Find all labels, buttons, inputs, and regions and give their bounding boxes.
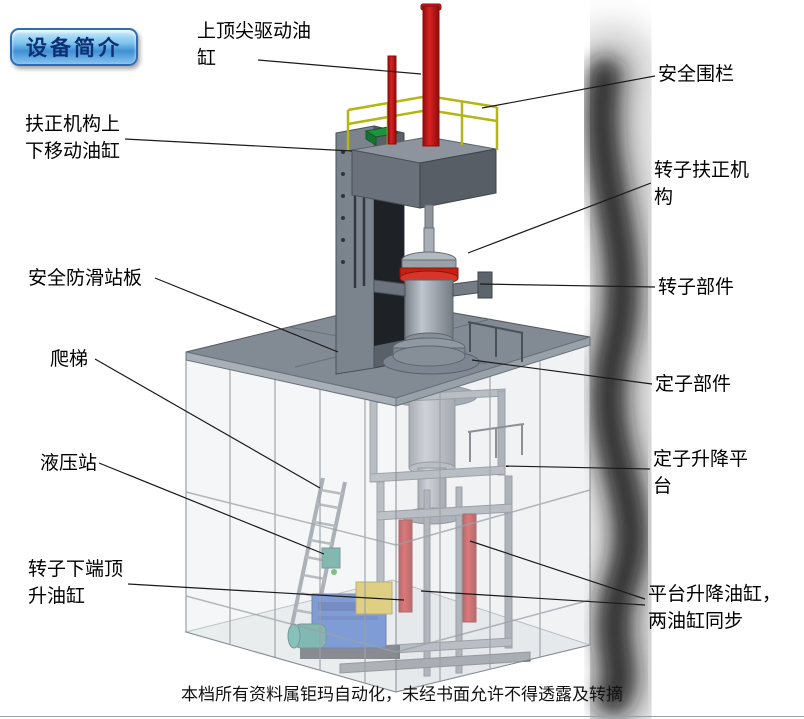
title-badge-label: 设备简介 — [26, 37, 122, 60]
label-stator-lift-platform: 定子升降平台 — [653, 448, 749, 497]
platform-railing — [467, 423, 525, 462]
enclosure-walls — [185, 336, 591, 693]
label-rotor-bottom-jack-cylinder: 转子下端顶升油缸 — [28, 558, 124, 607]
label-ladder: 爬梯 — [50, 348, 89, 370]
label-safety-fence: 安全围栏 — [658, 63, 735, 85]
label-anti-slip-platform: 安全防滑站板 — [28, 267, 143, 289]
rotor-assembly — [373, 204, 493, 367]
centering-arms — [373, 271, 493, 299]
label-rotor-component: 转子部件 — [658, 276, 735, 298]
top-drive-cylinder — [387, 3, 442, 147]
label-hydraulic-station: 液压站 — [40, 452, 98, 474]
lift-cylinder-right — [462, 513, 477, 623]
bottom-rule — [0, 716, 804, 717]
label-centering-lift-cylinder: 扶正机构上下移动油缸 — [25, 113, 121, 162]
label-rotor-centering-mechanism: 转子扶正机构 — [654, 159, 750, 208]
shadow-smudge — [564, 27, 678, 719]
confidentiality-notice: 本档所有资料属钜玛自动化，未经书面允许不得透露及转摘 — [181, 685, 623, 705]
pump-valve-block — [321, 547, 341, 569]
label-stator-component: 定子部件 — [655, 373, 732, 395]
label-top-spindle-cylinder: 上顶尖驱动油缸 — [197, 20, 312, 69]
title-badge: 设备简介 — [10, 28, 138, 66]
label-platform-lift-cylinders: 平台升降油缸，两油缸同步 — [648, 583, 782, 632]
leader-lines — [94, 59, 656, 606]
